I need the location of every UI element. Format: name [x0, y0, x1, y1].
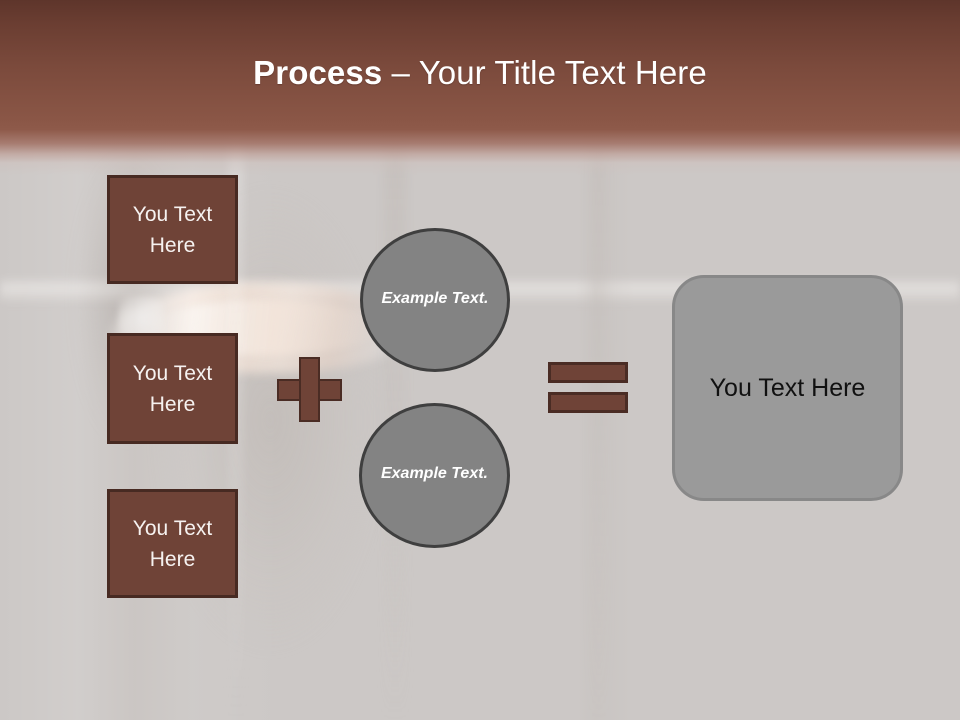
- plus-icon: [277, 357, 342, 422]
- input-box-2-label: You Text Here: [132, 361, 213, 416]
- input-box-1[interactable]: You Text Here: [107, 175, 238, 284]
- equals-icon: [548, 362, 628, 413]
- equals-icon-bottom-bar: [548, 392, 628, 413]
- input-box-3-label: You Text Here: [132, 516, 213, 571]
- result-box-label: You Text Here: [709, 374, 866, 402]
- example-circle-2-label: Example Text.: [380, 465, 488, 482]
- slide-title-separator: –: [382, 54, 419, 91]
- input-box-2[interactable]: You Text Here: [107, 333, 238, 444]
- plus-icon-center-fill: [301, 381, 318, 399]
- input-box-3[interactable]: You Text Here: [107, 489, 238, 598]
- slide-title-rest: Your Title Text Here: [418, 54, 707, 91]
- slide-title-keyword: Process: [253, 54, 383, 91]
- background-stripe-right: [592, 130, 606, 720]
- slide-title: Process – Your Title Text Here: [0, 52, 960, 94]
- example-circle-1-label: Example Text.: [381, 289, 489, 307]
- equals-icon-top-bar: [548, 362, 628, 383]
- header-band: [0, 0, 960, 175]
- result-box[interactable]: You Text Here: [672, 275, 903, 501]
- example-circle-2[interactable]: Example Text.: [359, 403, 510, 548]
- example-circle-1[interactable]: Example Text.: [360, 228, 510, 372]
- input-box-1-label: You Text Here: [132, 202, 213, 257]
